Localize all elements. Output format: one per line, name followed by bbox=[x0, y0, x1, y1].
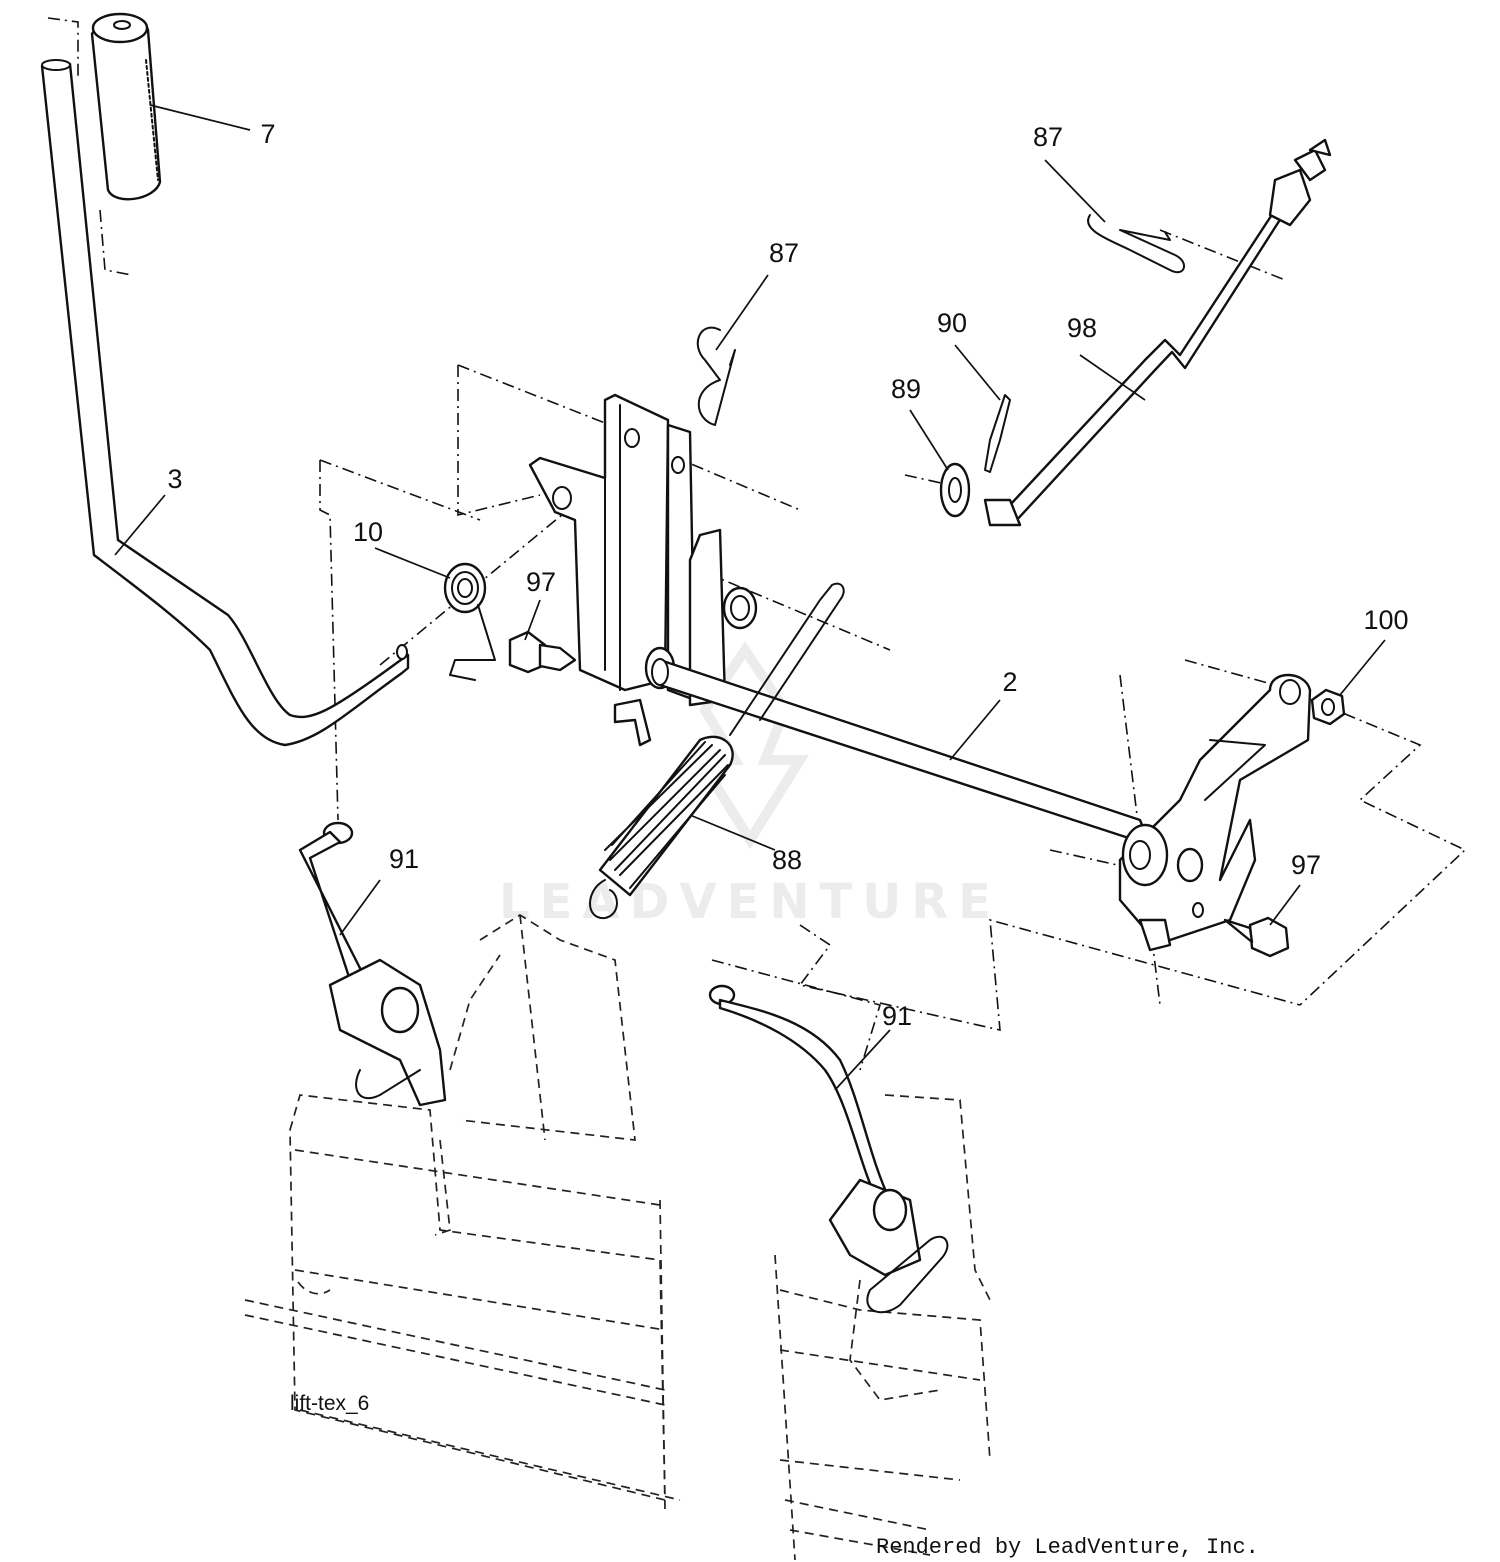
callout-3: 3 bbox=[167, 464, 182, 494]
render-credit: Rendered by LeadVenture, Inc. bbox=[876, 1535, 1259, 1560]
callout-97-right: 97 bbox=[1291, 850, 1321, 880]
handle-grip bbox=[90, 12, 162, 201]
diagram-id: lift-tex_6 bbox=[290, 1392, 369, 1415]
spring-hook bbox=[729, 582, 845, 736]
cotter-pin bbox=[984, 394, 1011, 473]
callout-87-center: 87 bbox=[769, 238, 799, 268]
watermark-text: LEADVENTURE bbox=[499, 874, 1001, 930]
hex-nut bbox=[1310, 688, 1346, 726]
lift-link-left bbox=[298, 821, 447, 1107]
callout-87-right: 87 bbox=[1033, 122, 1063, 152]
assembly-lines bbox=[47, 17, 1467, 1071]
adjustment-rod bbox=[983, 138, 1332, 527]
callout-7: 7 bbox=[260, 119, 275, 149]
leader-lines bbox=[114, 104, 1386, 1091]
shoulder-bolt-left bbox=[508, 630, 577, 674]
lift-link-right bbox=[708, 984, 949, 1314]
callout-91-left: 91 bbox=[389, 844, 419, 874]
lift-handle bbox=[40, 59, 410, 747]
lift-bracket-center bbox=[528, 393, 758, 747]
callout-100: 100 bbox=[1363, 605, 1408, 635]
callout-10: 10 bbox=[353, 517, 383, 547]
shoulder-bolt-right bbox=[1223, 916, 1290, 958]
callout-91-right: 91 bbox=[882, 1001, 912, 1031]
lift-arm-right bbox=[1118, 673, 1312, 952]
callout-2: 2 bbox=[1002, 667, 1017, 697]
callout-90: 90 bbox=[937, 308, 967, 338]
callout-89: 89 bbox=[891, 374, 921, 404]
callout-98: 98 bbox=[1067, 313, 1097, 343]
extension-spring bbox=[589, 735, 734, 920]
callout-88: 88 bbox=[772, 845, 802, 875]
flat-washer bbox=[939, 462, 971, 518]
deck-ghost-outlines bbox=[244, 913, 991, 1561]
hair-pin-clip-center bbox=[696, 326, 736, 426]
torsion-spring bbox=[443, 562, 496, 681]
callout-97-left: 97 bbox=[526, 567, 556, 597]
callouts: 7 87 87 90 98 89 3 10 97 100 2 91 88 97 … bbox=[167, 119, 1408, 1031]
hair-pin-clip-right bbox=[1087, 214, 1185, 274]
